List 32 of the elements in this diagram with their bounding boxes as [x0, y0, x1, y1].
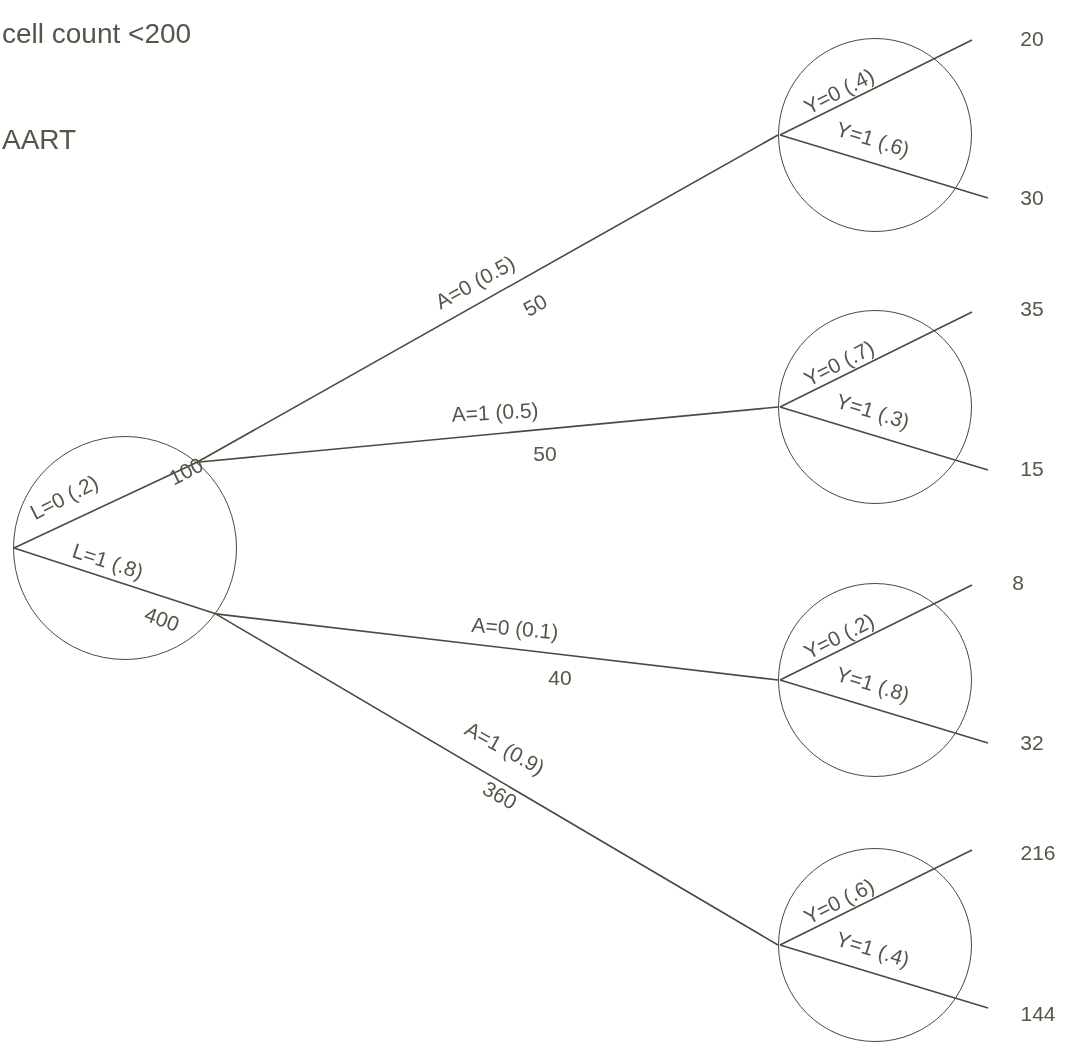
branch-label: Y=0 (.6) — [800, 874, 878, 928]
branch-label: Y=0 (.7) — [800, 336, 878, 390]
count-label: 35 — [1020, 297, 1044, 319]
heading-text: cell count <200 — [2, 20, 192, 48]
count-label: 360 — [479, 777, 521, 813]
edge-label: A=1 (0.5) — [451, 399, 539, 425]
branch-label: Y=0 (.4) — [800, 64, 878, 118]
count-label: 32 — [1020, 731, 1044, 753]
branch-label: L=0 (.2) — [26, 471, 102, 523]
branch-line — [214, 613, 779, 946]
branch-label: Y=0 (.2) — [800, 609, 878, 663]
branch-label: Y=1 (.8) — [833, 662, 913, 706]
edge-label: A=0 (0.5) — [431, 251, 519, 313]
count-label: 400 — [141, 603, 183, 635]
count-label: 100 — [165, 453, 207, 489]
edge-label: A=0 (0.1) — [470, 613, 560, 643]
count-label: 20 — [1020, 27, 1044, 49]
branch-label: Y=1 (.6) — [833, 117, 913, 161]
branch-label: Y=1 (.3) — [833, 389, 913, 433]
count-label: 30 — [1020, 186, 1044, 208]
branch-line — [214, 613, 779, 681]
edge-label: A=1 (0.9) — [461, 717, 549, 779]
count-label: 50 — [533, 442, 557, 464]
count-label: 8 — [1012, 571, 1024, 593]
branch-label: L=1 (.8) — [70, 539, 146, 583]
count-label: 15 — [1020, 457, 1044, 479]
count-label: 40 — [548, 666, 572, 688]
heading-text: AART — [2, 126, 77, 154]
branch-label: Y=1 (.4) — [833, 927, 913, 971]
count-label: 144 — [1020, 1002, 1056, 1024]
count-label: 216 — [1020, 841, 1056, 863]
count-label: 50 — [519, 290, 551, 320]
